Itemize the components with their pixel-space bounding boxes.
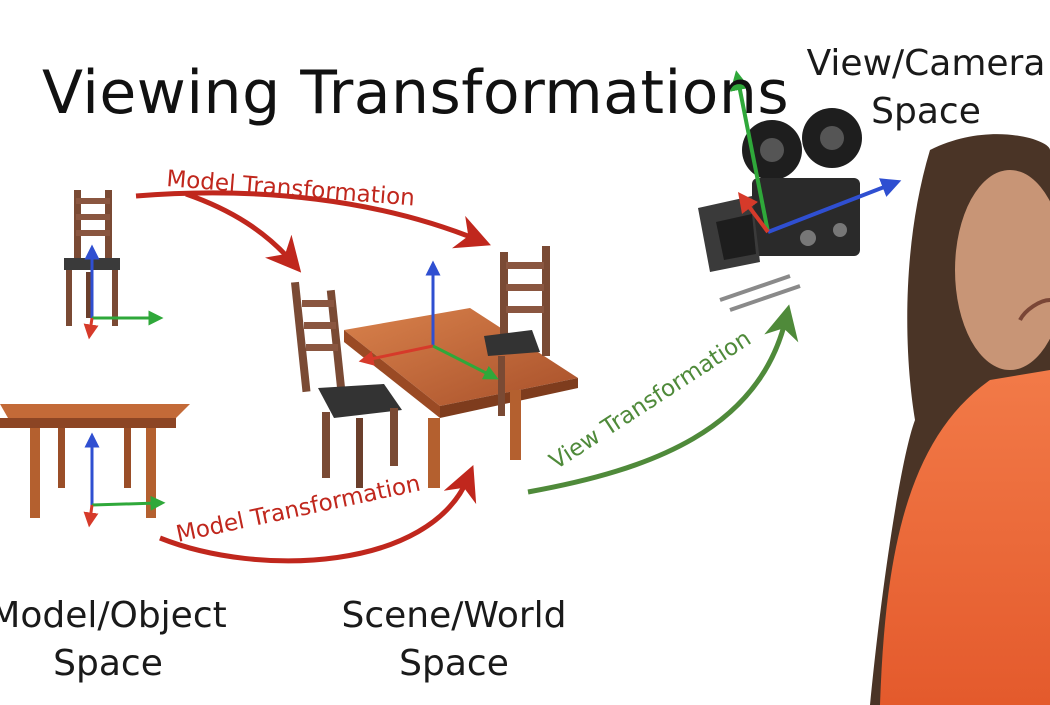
view-space-label: View/Camera Space (806, 40, 1046, 135)
model-transformation-bottom-arrow (159, 465, 477, 564)
model-transformation-bottom-label: Model Transformation (174, 471, 423, 548)
movie-camera-icon (698, 108, 862, 312)
chair-icon (64, 190, 120, 326)
model-space-line1: Model/Object (0, 595, 227, 636)
world-chair-right (484, 246, 550, 416)
world-chair-left (291, 281, 402, 488)
slide-title: Viewing Transformations (42, 58, 790, 128)
view-space-line2: Space (871, 90, 981, 132)
chair-axes (83, 244, 164, 340)
presenter-image (870, 134, 1050, 705)
view-transformation-arrow (527, 304, 799, 495)
model-transformation-top-arrow (135, 190, 491, 273)
world-space-label: Scene/World Space (334, 592, 574, 687)
table-axes (83, 432, 166, 528)
camera-axes (730, 70, 902, 234)
model-space-line2: Space (53, 642, 163, 684)
model-space-label: Model/Object Space (0, 592, 228, 687)
model-transformation-top-label: Model Transformation (166, 166, 416, 211)
world-space-line1: Scene/World (341, 595, 567, 636)
view-space-line1: View/Camera (806, 43, 1046, 84)
world-axes (358, 260, 499, 380)
table-icon (0, 404, 190, 518)
view-transformation-label: View Transformation (545, 326, 756, 475)
world-space-line2: Space (399, 642, 509, 684)
